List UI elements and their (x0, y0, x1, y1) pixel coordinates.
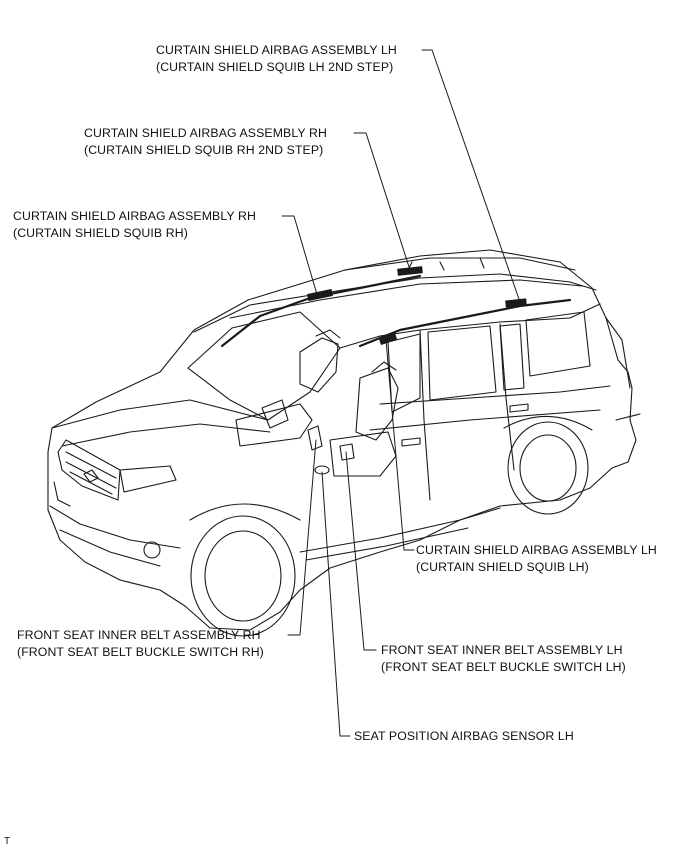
callout-subtitle: (CURTAIN SHIELD SQUIB LH 2ND STEP) (156, 60, 394, 74)
callout-title: SEAT POSITION AIRBAG SENSOR LH (354, 729, 574, 743)
callout-title: CURTAIN SHIELD AIRBAG ASSEMBLY RH (84, 126, 327, 140)
callout-curtain-airbag-rh: CURTAIN SHIELD AIRBAG ASSEMBLY RH (CURTA… (13, 208, 256, 242)
callout-subtitle: (CURTAIN SHIELD SQUIB LH) (416, 560, 589, 574)
callout-front-seat-belt-lh: FRONT SEAT INNER BELT ASSEMBLY LH (FRONT… (381, 642, 626, 676)
front-seats (235, 329, 399, 477)
callout-title: CURTAIN SHIELD AIRBAG ASSEMBLY RH (13, 209, 256, 223)
callout-subtitle: (FRONT SEAT BELT BUCKLE SWITCH RH) (17, 645, 264, 659)
callout-title: CURTAIN SHIELD AIRBAG ASSEMBLY LH (416, 543, 657, 557)
airbag-inflators (307, 266, 527, 345)
callout-subtitle: (CURTAIN SHIELD SQUIB RH 2ND STEP) (84, 143, 324, 157)
callout-title: FRONT SEAT INNER BELT ASSEMBLY LH (381, 643, 623, 657)
callout-title: CURTAIN SHIELD AIRBAG ASSEMBLY LH (156, 43, 397, 57)
callout-front-seat-belt-rh: FRONT SEAT INNER BELT ASSEMBLY RH (FRONT… (17, 627, 264, 661)
callout-curtain-airbag-lh: CURTAIN SHIELD AIRBAG ASSEMBLY LH (CURTA… (416, 542, 657, 576)
leader-lines (281, 49, 521, 737)
suv-body-outline (47, 249, 641, 637)
corner-mark: T (4, 836, 11, 847)
curtain-airbags (220, 274, 572, 348)
callout-subtitle: (CURTAIN SHIELD SQUIB RH) (13, 226, 188, 240)
callout-curtain-airbag-lh-2nd-step: CURTAIN SHIELD AIRBAG ASSEMBLY LH (CURTA… (156, 42, 397, 76)
callout-curtain-airbag-rh-2nd-step: CURTAIN SHIELD AIRBAG ASSEMBLY RH (CURTA… (84, 125, 327, 159)
callout-title: FRONT SEAT INNER BELT ASSEMBLY RH (17, 628, 261, 642)
callout-seat-position-sensor-lh: SEAT POSITION AIRBAG SENSOR LH (354, 728, 574, 745)
callout-subtitle: (FRONT SEAT BELT BUCKLE SWITCH LH) (381, 660, 626, 674)
